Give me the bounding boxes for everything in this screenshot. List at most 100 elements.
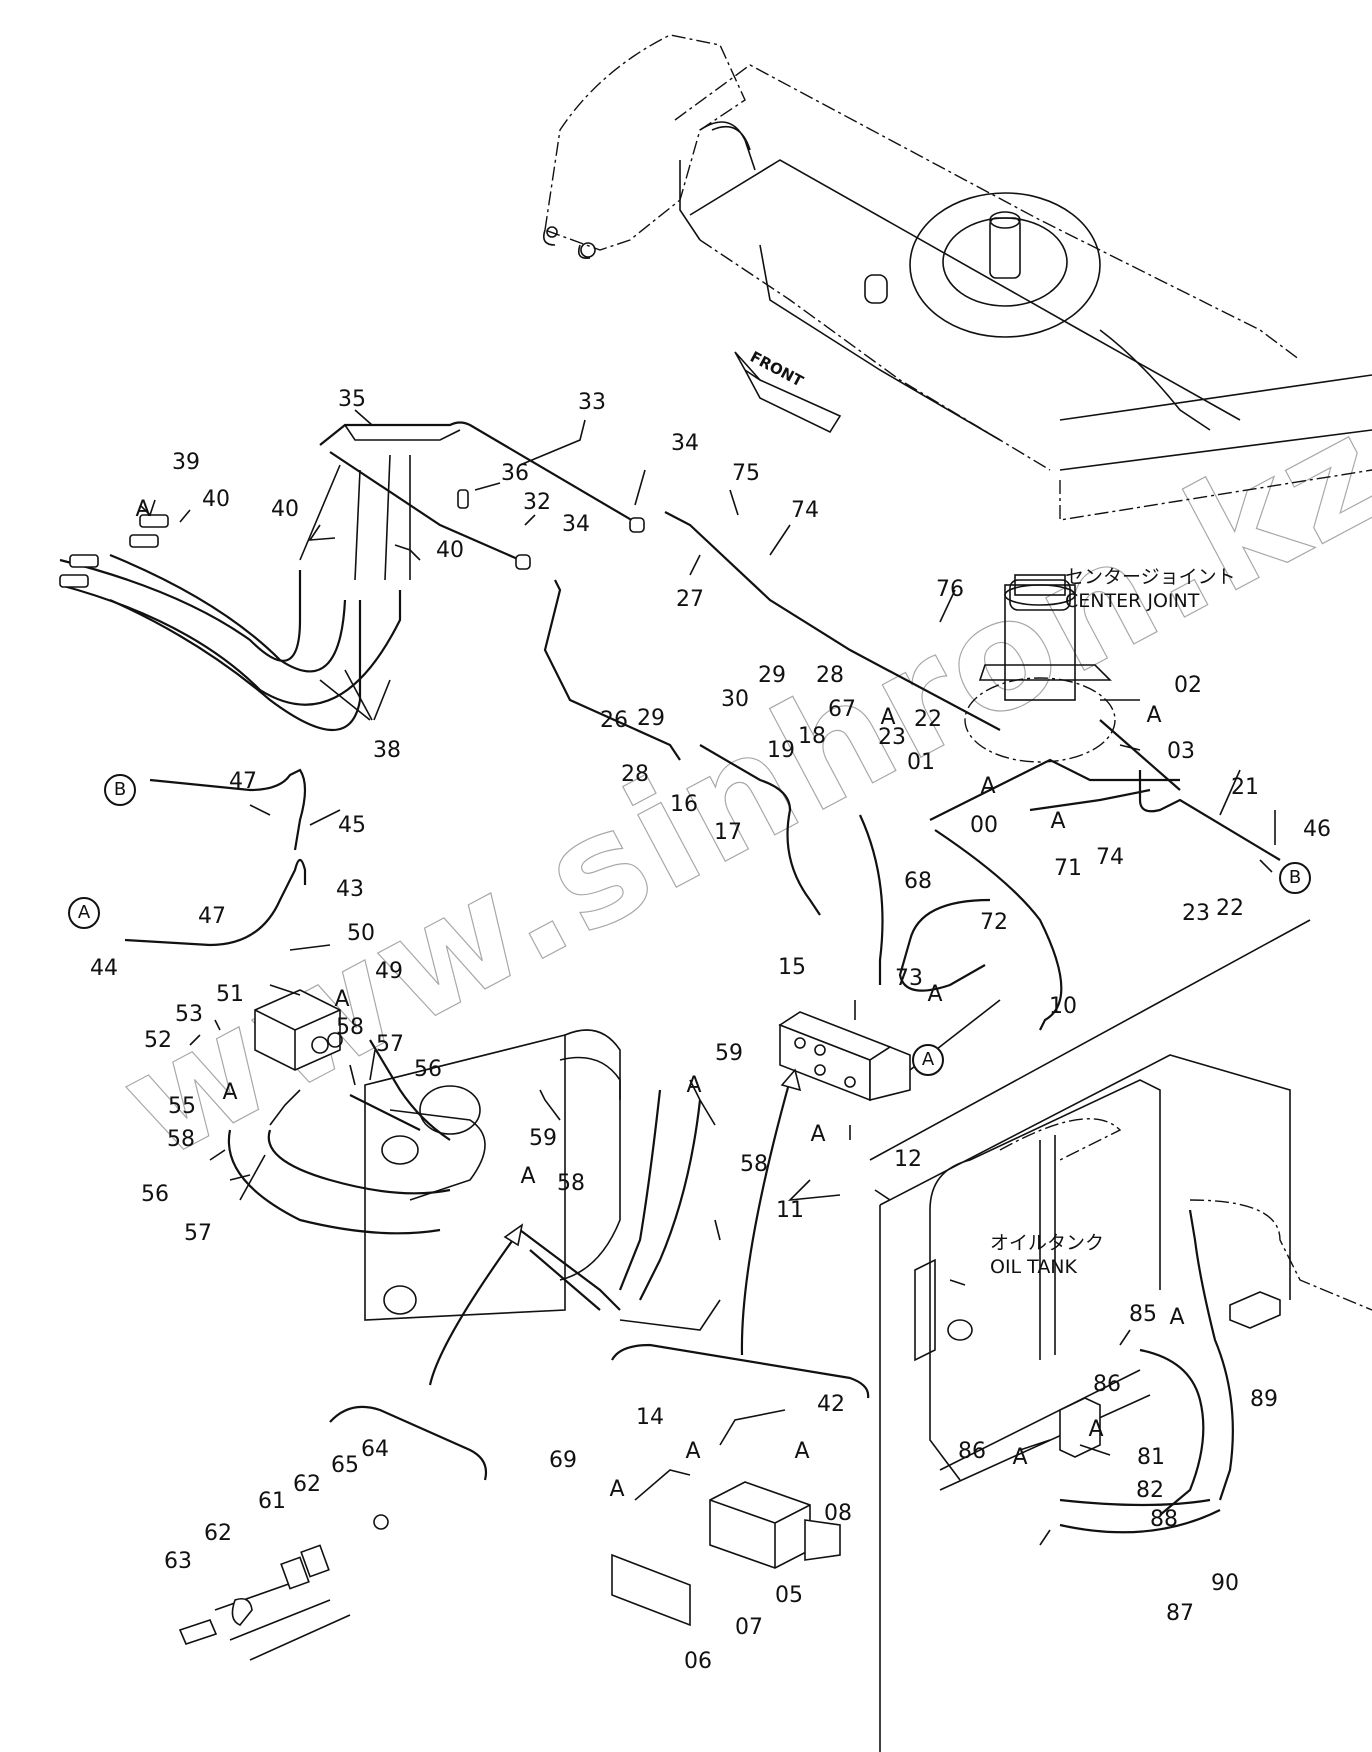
part-label: 07 <box>735 1615 763 1640</box>
part-label: 72 <box>980 910 1008 935</box>
center-joint-drawing <box>929 574 1281 873</box>
ref-circle-b: B <box>1279 862 1311 894</box>
group-marker-a: A <box>1146 703 1162 728</box>
part-label: 40 <box>271 497 299 522</box>
part-label: 16 <box>670 792 698 817</box>
oil-tank-caption-jp: オイルタンク <box>990 1232 1105 1254</box>
part-label: 03 <box>1167 739 1195 764</box>
group-marker-a: A <box>927 982 943 1007</box>
center-joint-caption-jp: センタージョイント <box>1065 566 1236 588</box>
group-marker-a: A <box>1088 1417 1104 1442</box>
part-label: 68 <box>904 869 932 894</box>
group-marker-a: A <box>135 497 151 522</box>
part-label: 12 <box>894 1147 922 1172</box>
part-label: 17 <box>714 820 742 845</box>
part-label: 36 <box>501 461 529 486</box>
boom-frame-drawing <box>364 1029 721 1331</box>
part-label: 47 <box>198 904 226 929</box>
ref-circle-b: B <box>104 774 136 806</box>
part-label: 08 <box>824 1501 852 1526</box>
part-label: 22 <box>1216 896 1244 921</box>
oil-tank-caption: オイルタンク OIL TANK <box>990 1232 1104 1280</box>
part-label: 56 <box>141 1182 169 1207</box>
part-label: 34 <box>671 431 699 456</box>
part-label: 59 <box>715 1041 743 1066</box>
part-label: 55 <box>168 1094 196 1119</box>
part-label: 14 <box>636 1405 664 1430</box>
part-label: 58 <box>167 1127 195 1152</box>
part-label: 27 <box>676 587 704 612</box>
part-label: 82 <box>1136 1478 1164 1503</box>
part-label: 32 <box>523 490 551 515</box>
part-label: 34 <box>562 512 590 537</box>
part-label: 23 <box>878 725 906 750</box>
part-label: 75 <box>732 461 760 486</box>
control-valve-drawing <box>778 919 1311 1161</box>
part-label: 58 <box>557 1171 585 1196</box>
part-label: 88 <box>1150 1507 1178 1532</box>
group-marker-a: A <box>609 1477 625 1502</box>
part-label: 67 <box>828 697 856 722</box>
part-label: 19 <box>767 738 795 763</box>
part-label: 47 <box>229 769 257 794</box>
part-label: 87 <box>1166 1601 1194 1626</box>
center-joint-caption: センタージョイント CENTER JOINT <box>1065 566 1236 614</box>
part-label: 06 <box>684 1649 712 1674</box>
part-label: 86 <box>958 1439 986 1464</box>
part-label: 01 <box>907 750 935 775</box>
part-label: 53 <box>175 1002 203 1027</box>
part-label: 00 <box>970 813 998 838</box>
part-label: 51 <box>216 982 244 1007</box>
part-label: 76 <box>936 577 964 602</box>
part-label: 35 <box>338 387 366 412</box>
track-frame-drawing <box>542 34 1372 521</box>
part-label: 28 <box>621 762 649 787</box>
part-label: 05 <box>775 1583 803 1608</box>
oil-tank-drawing <box>879 1054 1372 1752</box>
part-label: 89 <box>1250 1387 1278 1412</box>
front-arrow-icon <box>734 351 842 434</box>
part-label: 10 <box>1049 994 1077 1019</box>
part-label: 73 <box>895 966 923 991</box>
part-label: 69 <box>549 1448 577 1473</box>
part-label: 85 <box>1129 1302 1157 1327</box>
part-label: 46 <box>1303 817 1331 842</box>
hoses-middle <box>699 744 1151 1031</box>
part-label: 21 <box>1231 775 1259 800</box>
part-label: 74 <box>791 498 819 523</box>
part-label: 40 <box>436 538 464 563</box>
part-label: 59 <box>529 1126 557 1151</box>
pipe-assembly-upper <box>59 421 1001 761</box>
group-marker-a: A <box>880 705 896 730</box>
part-label: 39 <box>172 450 200 475</box>
group-marker-a: A <box>686 1073 702 1098</box>
part-label: 90 <box>1211 1571 1239 1596</box>
part-label: 29 <box>758 663 786 688</box>
group-marker-a: A <box>222 1080 238 1105</box>
group-marker-a: A <box>1012 1445 1028 1470</box>
part-label: 33 <box>578 390 606 415</box>
part-label: 11 <box>776 1198 804 1223</box>
group-marker-a: A <box>334 987 350 1012</box>
part-label: 57 <box>184 1221 212 1246</box>
part-label: 62 <box>293 1472 321 1497</box>
part-label: 71 <box>1054 856 1082 881</box>
part-label: 81 <box>1137 1445 1165 1470</box>
ref-circle-a: A <box>68 897 100 929</box>
part-label: 40 <box>202 487 230 512</box>
leader-lines <box>139 409 1276 1546</box>
group-marker-a: A <box>685 1439 701 1464</box>
part-label: 57 <box>376 1032 404 1057</box>
part-label: 52 <box>144 1028 172 1053</box>
ref-circle-a: A <box>912 1044 944 1076</box>
part-label: 56 <box>414 1057 442 1082</box>
part-label: 74 <box>1096 845 1124 870</box>
part-label: 58 <box>336 1015 364 1040</box>
part-label: 65 <box>331 1453 359 1478</box>
group-marker-a: A <box>810 1122 826 1147</box>
part-label: 50 <box>347 921 375 946</box>
part-label: 38 <box>373 738 401 763</box>
part-label: 29 <box>637 706 665 731</box>
